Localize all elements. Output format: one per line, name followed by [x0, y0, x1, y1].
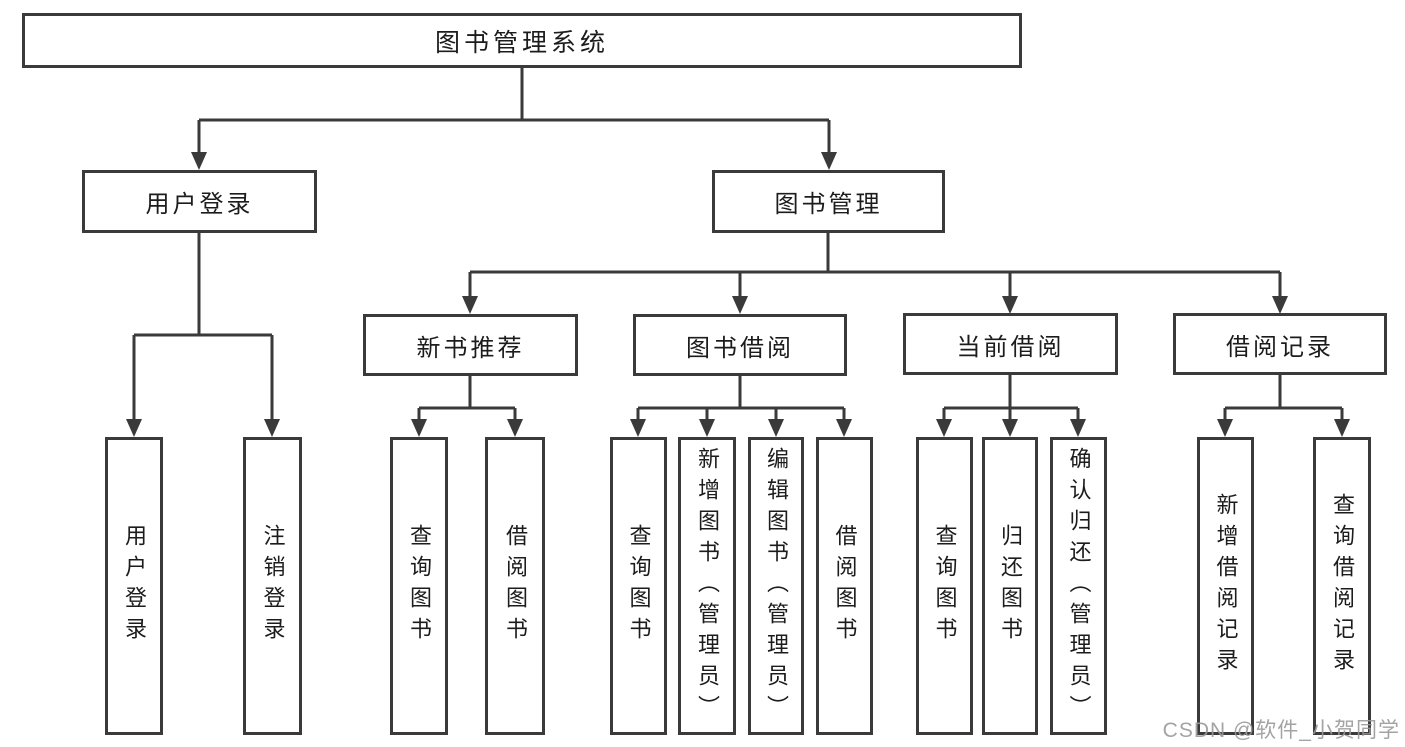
leaf-query-books-3-label: 查询图书 [932, 524, 958, 648]
leaf-add-borrow-record-label: 新增借阅记录 [1213, 493, 1239, 679]
leaf-edit-book-admin-label: 编辑图书（管理员） [764, 446, 789, 726]
node-current-borrow: 当前借阅 [903, 313, 1118, 375]
leaf-borrow-books-1: 借阅图书 [485, 437, 545, 735]
watermark: CSDN @软件_小贺同学 [1162, 719, 1400, 742]
leaf-edit-book-admin: 编辑图书（管理员） [748, 437, 804, 735]
node-new-book-recommend-label: 新书推荐 [416, 334, 525, 362]
leaf-logout-label: 注销登录 [260, 524, 286, 648]
leaf-add-borrow-record: 新增借阅记录 [1197, 437, 1254, 735]
node-current-borrow-label: 当前借阅 [956, 333, 1065, 361]
node-user-login: 用户登录 [82, 170, 317, 233]
leaf-confirm-return-admin: 确认归还（管理员） [1050, 437, 1107, 735]
leaf-user-login: 用户登录 [105, 437, 163, 735]
node-root-label: 图书管理系统 [434, 28, 609, 57]
leaf-query-books-1: 查询图书 [390, 437, 448, 735]
leaf-query-borrow-record-label: 查询借阅记录 [1330, 493, 1355, 679]
leaf-add-book-admin-label: 新增图书（管理员） [695, 446, 720, 726]
leaf-confirm-return-admin-label: 确认归还（管理员） [1066, 446, 1092, 726]
leaf-query-books-1-label: 查询图书 [407, 524, 432, 648]
node-borrow-records: 借阅记录 [1173, 313, 1387, 375]
node-root: 图书管理系统 [22, 13, 1022, 68]
leaf-query-books-2: 查询图书 [610, 437, 667, 735]
node-book-management: 图书管理 [712, 170, 945, 233]
node-book-management-label: 图书管理 [774, 191, 883, 218]
node-user-login-label: 用户登录 [145, 191, 254, 218]
node-book-borrow: 图书借阅 [633, 314, 847, 376]
leaf-return-book-label: 归还图书 [998, 524, 1023, 648]
leaf-query-borrow-record: 查询借阅记录 [1313, 437, 1371, 735]
leaf-borrow-books-2-label: 借阅图书 [832, 524, 858, 648]
leaf-add-book-admin: 新增图书（管理员） [678, 437, 736, 735]
leaf-borrow-books-2: 借阅图书 [816, 437, 873, 735]
leaf-user-login-label: 用户登录 [122, 524, 147, 648]
node-new-book-recommend: 新书推荐 [363, 314, 578, 376]
leaf-logout: 注销登录 [243, 437, 302, 735]
arrowheads [126, 152, 1350, 437]
node-book-borrow-label: 图书借阅 [686, 334, 794, 362]
leaf-return-book: 归还图书 [982, 437, 1038, 735]
leaf-query-books-3: 查询图书 [916, 437, 973, 735]
node-borrow-records-label: 借阅记录 [1226, 333, 1334, 361]
leaf-borrow-books-1-label: 借阅图书 [503, 524, 528, 648]
connector-lines [132, 68, 1344, 419]
leaf-query-books-2-label: 查询图书 [626, 524, 652, 648]
